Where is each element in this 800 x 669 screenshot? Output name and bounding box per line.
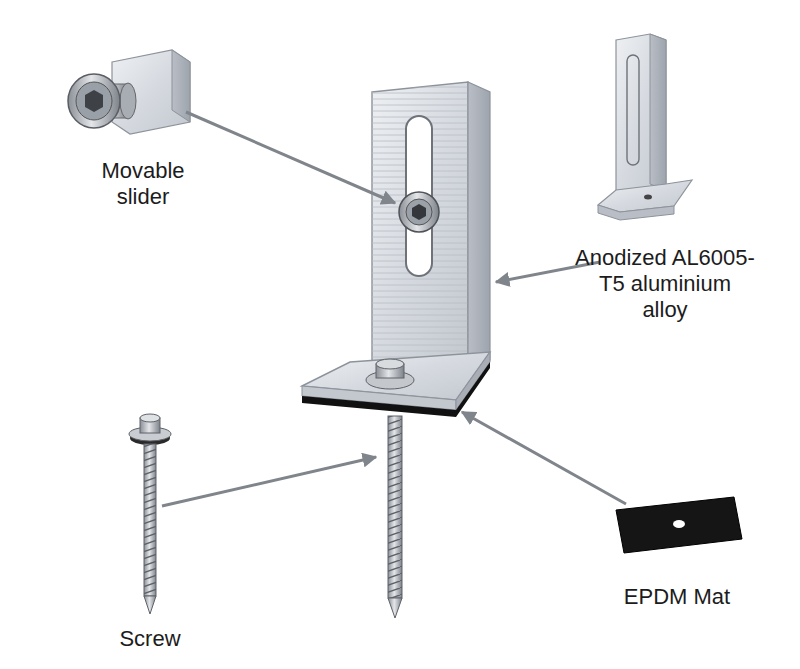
main-bracket [302, 82, 490, 417]
leader-line [162, 457, 376, 506]
bracket-view [598, 34, 692, 220]
leader-lines [162, 112, 626, 506]
leader-line [186, 112, 395, 203]
part-label: Screw [90, 626, 210, 652]
epdm-strip [302, 362, 490, 417]
part-label: Anodized AL6005-T5 aluminium alloy [575, 245, 755, 323]
slider-part [68, 50, 190, 134]
part-label: EPDM Mat [602, 584, 752, 610]
part-label: Movable slider [78, 158, 208, 210]
screw-part [129, 414, 171, 614]
epdm-mat [616, 497, 742, 553]
leader-line [462, 412, 626, 504]
screw-shaft [388, 416, 402, 618]
